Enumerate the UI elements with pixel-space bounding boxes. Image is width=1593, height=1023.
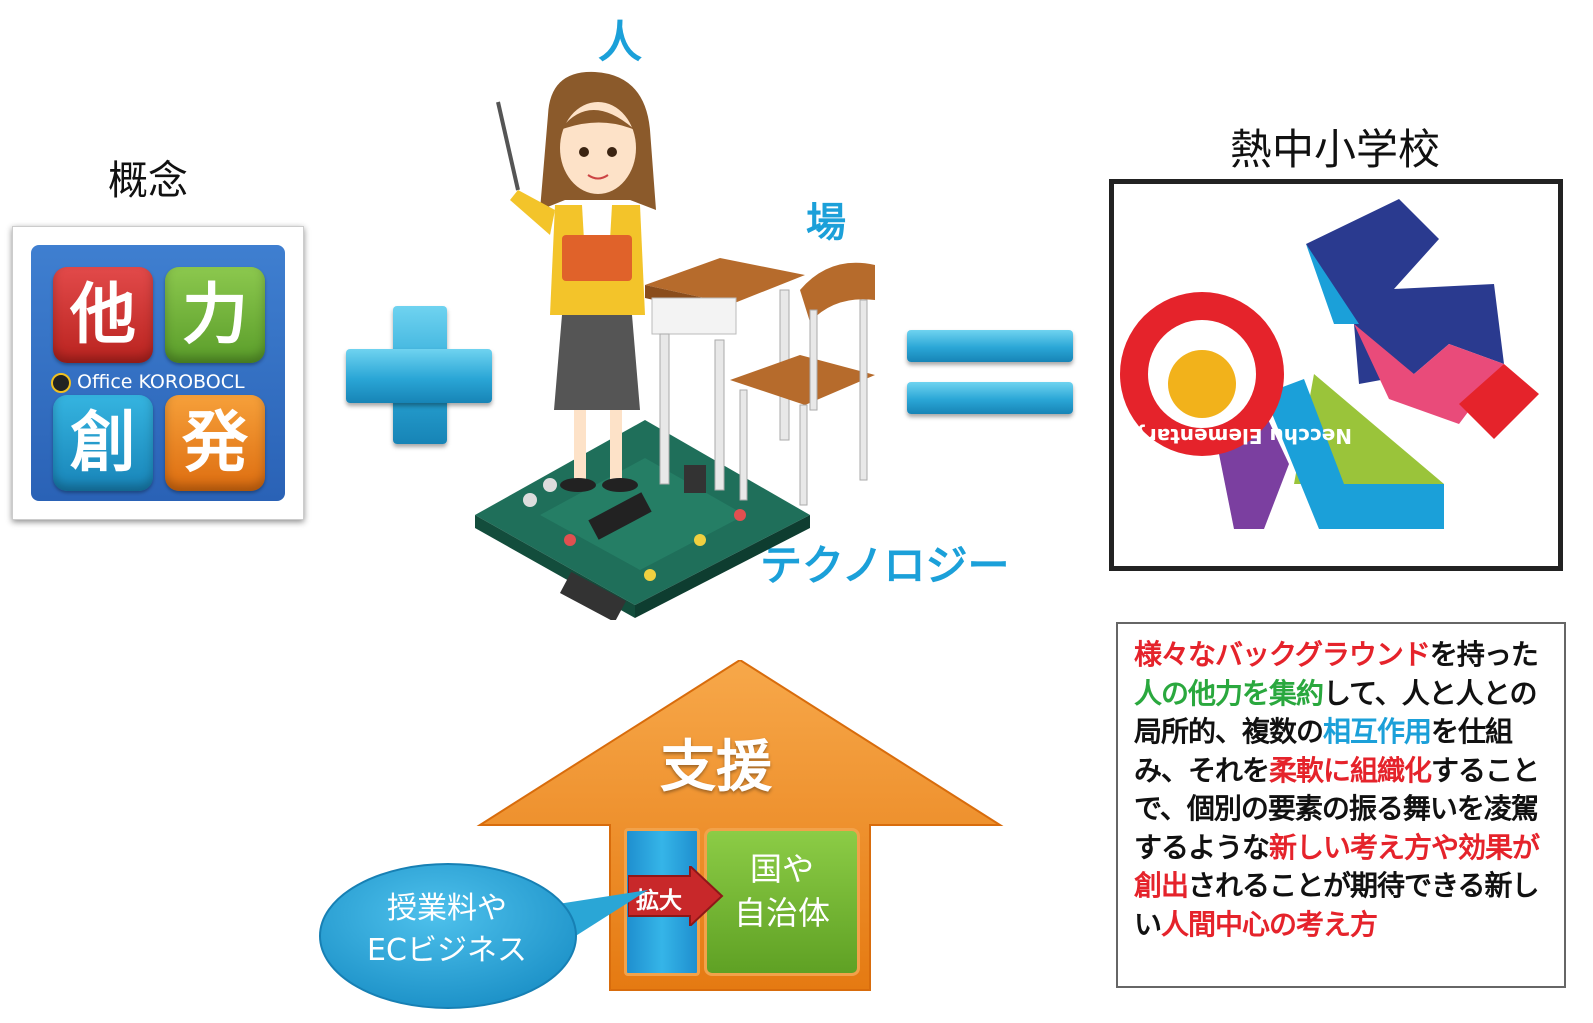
teacher-desk-circuit-illustration [475, 71, 875, 620]
school-chair-icon [730, 262, 875, 506]
concept-logo-background: 他 力 Office KOROBOCL 創 発 [31, 245, 285, 501]
brand-text: Office KOROBOCL [77, 371, 245, 393]
desc-segment: 様々なバックグラウンド [1134, 638, 1431, 671]
concept-char-tile: 力 [165, 267, 265, 363]
desc-segment: して、人と人との局所的、複数の [1134, 676, 1537, 749]
expand-arrow-icon [628, 866, 724, 926]
school-logo-frame: Necchu Elementary School [1052, 179, 1563, 571]
desc-segment: を仕組み、それを [1134, 715, 1513, 787]
label-school: 熱中小学校 [1230, 125, 1441, 174]
brand-icon [51, 372, 71, 393]
concept-logo: 他 力 Office KOROBOCL 創 発 [12, 226, 304, 520]
concept-char-tile: 発 [165, 395, 265, 491]
government-label: 国や 自治体 [733, 850, 830, 932]
concept-char-tile: 他 [53, 267, 153, 363]
desc-segment: 柔軟に組織化 [1269, 753, 1432, 787]
desc-segment: 相互作用 [1323, 715, 1432, 748]
teacher-icon [496, 71, 656, 492]
label-technology: テクノロジー [760, 541, 1010, 590]
school-logo-icon: Necchu Elementary School [1052, 199, 1539, 529]
desc-segment: 人間中心の考え方 [1161, 907, 1378, 941]
desc-segment: を持った [1429, 638, 1539, 671]
label-concept: 概念 [108, 158, 188, 204]
brand-name: Office KOROBOCL [51, 371, 281, 393]
government-box: 国や 自治体 [704, 828, 860, 976]
support-title: 支援 [660, 735, 772, 800]
speech-bubble-shape [319, 863, 648, 1009]
description-box: 様々なバックグラウンドを持った人の他力を集約して、人と人との局所的、複数の相互作… [1116, 622, 1566, 988]
desc-segment: 新しい考え方や効果が創出 [1134, 830, 1540, 903]
description-text: 様々なバックグラウンドを持った人の他力を集約して、人と人との局所的、複数の相互作… [1134, 636, 1552, 944]
desc-segment: 人の他力を集約 [1134, 676, 1324, 710]
label-place: 場 [806, 200, 846, 246]
desc-segment: されることが期待できる新しい [1134, 869, 1539, 941]
concept-char-tile: 創 [53, 395, 153, 491]
circuit-board-icon [475, 420, 810, 620]
desc-segment: することで、個別の要素の振る舞いを凌駕するような [1134, 753, 1540, 864]
bubble-label: 授業料や ECビジネス [367, 891, 527, 968]
school-ring-text: Necchu Elementary School [1114, 424, 1352, 448]
label-person: 人 [598, 17, 642, 68]
